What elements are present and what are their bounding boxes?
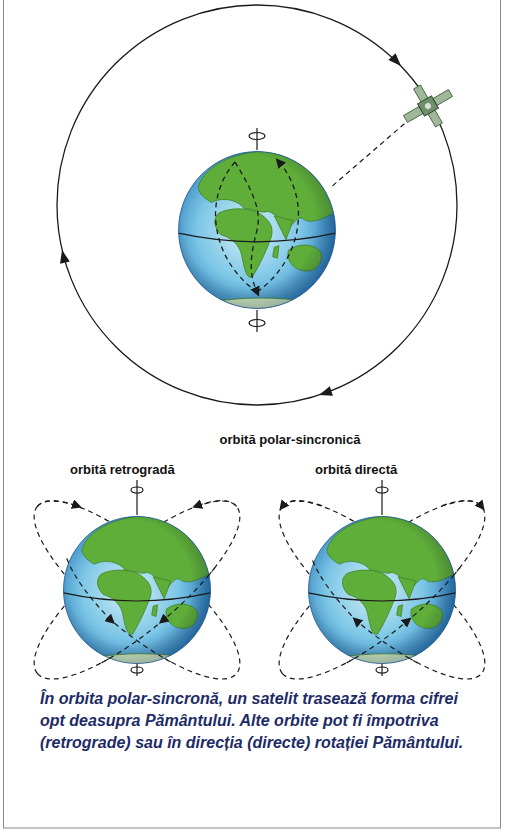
direct-globe [257, 476, 506, 704]
orbit-label: orbită directă [313, 462, 399, 478]
retrograde-globe [12, 476, 263, 704]
orbit-label: orbită polar-sincronică [218, 432, 363, 448]
orbit-ring [57, 5, 457, 405]
page-frame [4, 0, 501, 828]
figure-caption: În orbita polar-sincronă, un satelit tra… [40, 688, 476, 754]
orbit-label: orbită retrogradă [68, 462, 177, 478]
earth-globe [175, 128, 340, 332]
satellite [330, 74, 462, 188]
